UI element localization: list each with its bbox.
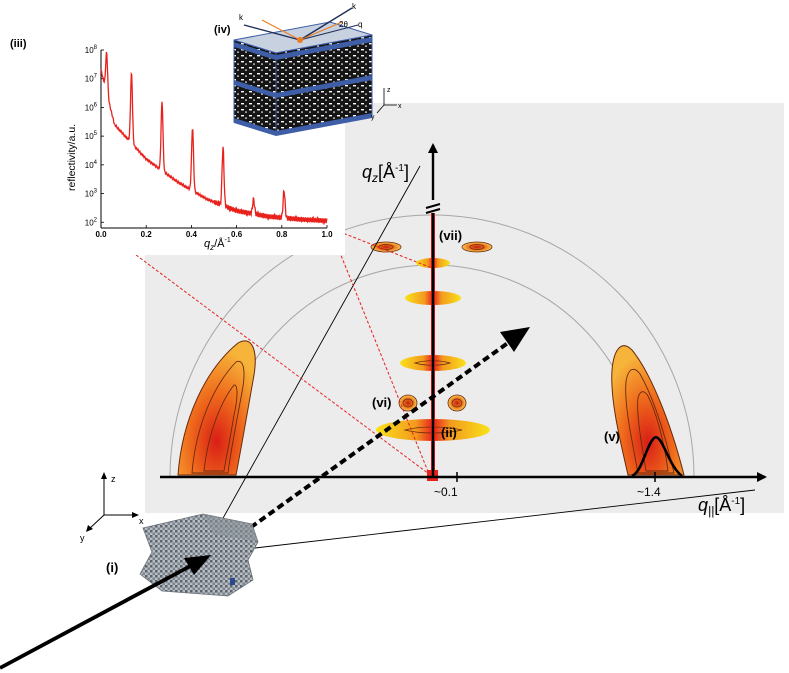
- multilayer-block: [233, 7, 373, 136]
- qpar-axis-label: q||[Å-1]: [698, 495, 745, 518]
- refl-y-tick-label-4: 106: [85, 102, 98, 112]
- spots-vii: [370, 241, 493, 253]
- projection-line-2: [329, 227, 430, 475]
- projection-line-1: [99, 227, 430, 475]
- label-iv: (iv): [214, 24, 231, 36]
- refl-y-tick-label-3: 105: [85, 131, 98, 141]
- inset-k-in: k: [239, 13, 244, 22]
- axis-break-2: [425, 208, 441, 214]
- refl-y-tick-label-6: 108: [85, 45, 98, 55]
- refl-y-tick-label-5: 107: [85, 74, 98, 84]
- inset-angle: 2θ: [339, 20, 348, 29]
- inset-k-out: k: [352, 2, 357, 11]
- refl-x-tick-label-2: 0.4: [186, 230, 198, 239]
- refl-y-tick-label-0: 102: [85, 217, 98, 227]
- incident-beam-head: [184, 555, 211, 575]
- axis-break: [425, 203, 441, 209]
- inset-coord-z: z: [387, 87, 391, 94]
- qz-axis-label: qz[Å-1]: [362, 162, 409, 185]
- tick-label-14: ~1.4: [637, 485, 661, 499]
- right-lobe: [611, 345, 685, 476]
- profile-curve: [631, 436, 683, 478]
- refl-x-tick-label-4: 0.8: [276, 230, 288, 239]
- spots-vi: [398, 394, 467, 412]
- left-lobe: [177, 340, 256, 476]
- inset-coord-y: y: [371, 114, 375, 121]
- scattered-beam-head: [500, 327, 530, 352]
- coord-y: y: [80, 533, 85, 543]
- inset-coord-x: x: [398, 103, 402, 110]
- projection-line-3: [329, 227, 433, 269]
- label-ii: (ii): [441, 425, 457, 440]
- inset-q: q: [358, 20, 362, 29]
- scatter-line-bottom: [254, 489, 756, 549]
- refl-x-tick-label-3: 0.6: [231, 230, 243, 239]
- coord-axes: [86, 472, 139, 532]
- label-v: (v): [604, 429, 620, 444]
- reflectivity-chart: 0.0 0.2 0.4 0.6 0.8 1.0 102 103 104 105 106 107 108: [85, 45, 333, 239]
- label-vi: (vi): [372, 395, 392, 410]
- reflectivity-curve: [100, 51, 328, 226]
- label-vii: (vii): [439, 228, 462, 243]
- scatter-line-top: [207, 165, 421, 546]
- refl-x-tick-label-1: 0.2: [141, 230, 153, 239]
- coord-x: x: [139, 516, 144, 526]
- scattered-beam: [213, 338, 514, 555]
- tick-label-01: ~0.1: [434, 485, 458, 499]
- reflectivity-xlabel: qz/Å-1: [204, 237, 231, 252]
- reflectivity-ylabel: reflectivity/a.u.: [66, 124, 78, 191]
- coord-z: z: [111, 474, 116, 484]
- inset-coord-axes: [376, 88, 397, 114]
- refl-x-tick-label-5: 1.0: [321, 230, 333, 239]
- refl-x-tick-label-0: 0.0: [95, 230, 107, 239]
- label-iii: (iii): [10, 38, 27, 50]
- incident-beam: [0, 561, 197, 670]
- refl-y-tick-label-2: 104: [85, 160, 98, 170]
- label-i: (i): [106, 560, 118, 575]
- refl-y-tick-label-1: 103: [85, 189, 98, 199]
